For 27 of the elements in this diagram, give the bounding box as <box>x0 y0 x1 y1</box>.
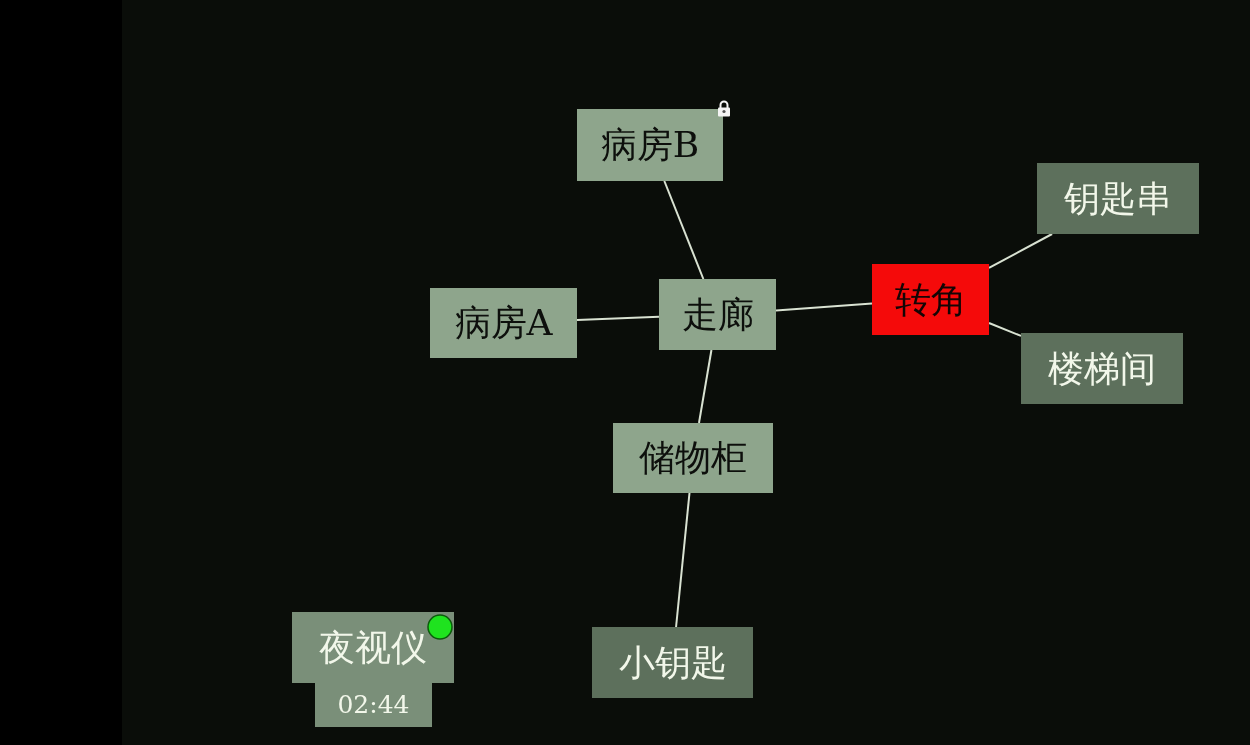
connector-line <box>698 349 713 424</box>
location-box <box>659 279 776 350</box>
node-label: 小钥匙 <box>618 642 727 683</box>
timer-box <box>315 683 432 727</box>
location-box <box>1037 163 1199 234</box>
location-box <box>430 288 577 358</box>
node-label: 走廊 <box>681 294 754 335</box>
node-label: 病房B <box>600 125 700 165</box>
location-box <box>592 627 753 698</box>
connector-line <box>675 492 691 628</box>
connector-line <box>988 322 1022 337</box>
highlighted-location-box <box>872 264 989 335</box>
node-label: 02:44 <box>337 691 410 719</box>
node-label: 储物柜 <box>639 438 747 478</box>
node-label: 楼梯间 <box>1048 348 1156 389</box>
location-box <box>613 423 773 493</box>
node-label: 转角 <box>894 279 967 320</box>
connector-line <box>576 315 660 322</box>
connector-line <box>775 302 873 312</box>
location-box <box>1021 333 1183 404</box>
node-label: 钥匙串 <box>1064 178 1172 219</box>
location-box <box>577 109 723 181</box>
item-box <box>292 612 454 683</box>
node-label: 夜视仪 <box>319 627 427 668</box>
connector-line <box>663 180 705 280</box>
connector-line <box>988 233 1054 269</box>
node-label: 病房A <box>454 303 553 343</box>
